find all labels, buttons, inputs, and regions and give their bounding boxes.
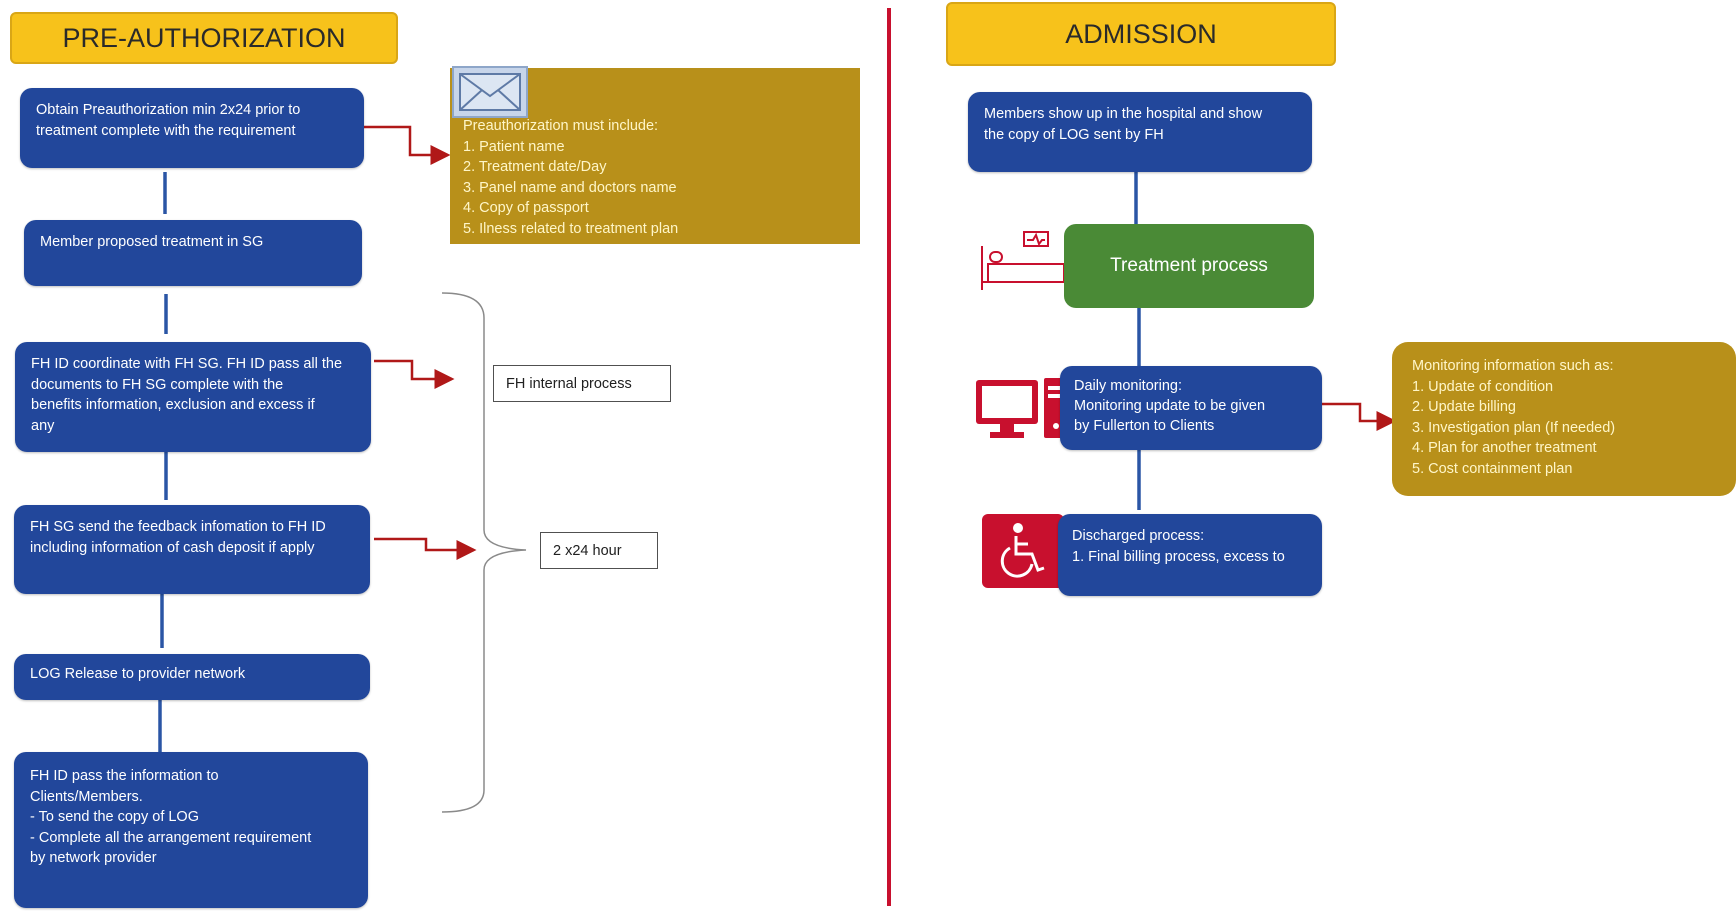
monitoring-info-item: 3. Investigation plan (If needed) xyxy=(1412,419,1616,436)
bracket-brace xyxy=(441,292,527,813)
step-line: any xyxy=(31,417,55,434)
monitoring-info-item: 2. Update billing xyxy=(1412,399,1516,415)
step-line: LOG Release to provider network xyxy=(30,666,246,682)
fh-internal-process-box: FH internal process xyxy=(493,365,671,402)
step-line: Members show up in the hospital and show xyxy=(984,106,1263,122)
right-flow-connectors xyxy=(1134,172,1141,510)
treatment-process-box: Treatment process xyxy=(1064,224,1314,308)
envelope-icon xyxy=(452,66,528,118)
hospital-bed-icon xyxy=(978,228,1068,292)
arrow-monitoring-info xyxy=(1322,402,1397,431)
step-line: - To send the copy of LOG xyxy=(30,809,199,825)
discharge-line: Discharged process: xyxy=(1072,528,1205,544)
requirement-item: 3. Panel name and doctors name xyxy=(463,179,677,196)
step-log-release: LOG Release to provider network xyxy=(14,654,370,700)
step-member-proposed-treatment: Member proposed treatment in SG xyxy=(24,220,362,286)
left-flow-connectors xyxy=(158,172,168,752)
requirement-item: 2. Treatment date/Day xyxy=(463,159,607,175)
admission-header: ADMISSION xyxy=(946,2,1336,66)
monitoring-info-item: 5. Cost containment plan xyxy=(1412,460,1573,477)
step-line: - Complete all the arrangement requireme… xyxy=(30,829,312,846)
step-line: benefits information, exclusion and exce… xyxy=(31,397,315,413)
monitoring-info-item: 4. Plan for another treatment xyxy=(1412,440,1597,456)
monitoring-line: Monitoring update to be given xyxy=(1074,398,1266,414)
admission-title: ADMISSION xyxy=(1065,18,1217,49)
step-members-show-up: Members show up in the hospital and show… xyxy=(968,92,1312,172)
monitoring-info-item: 1. Update of condition xyxy=(1412,378,1554,395)
monitoring-line: Daily monitoring: xyxy=(1074,378,1182,394)
duration-label: 2 x24 hour xyxy=(553,542,622,559)
pre-authorization-title: PRE-AUTHORIZATION xyxy=(62,22,346,53)
step-line: the copy of LOG sent by FH xyxy=(984,127,1164,143)
daily-monitoring-box: Daily monitoring: Monitoring update to b… xyxy=(1060,366,1322,450)
arrow-step4-duration xyxy=(374,537,477,560)
red-arrows xyxy=(364,125,1397,560)
duration-box: 2 x24 hour xyxy=(540,532,658,569)
step-fh-id-coordinate: FH ID coordinate with FH SG. FH ID pass … xyxy=(15,342,371,452)
step-line: FH SG send the feedback infomation to FH… xyxy=(30,519,326,535)
arrow-step1-requirements xyxy=(364,125,451,165)
step-fh-id-pass-information: FH ID pass the information to Clients/Me… xyxy=(14,752,368,908)
requirements-title: Preauthorization must include: xyxy=(463,118,659,134)
pre-authorization-header: PRE-AUTHORIZATION xyxy=(10,12,398,64)
step-obtain-preauthorization: Obtain Preauthorization min 2x24 prior t… xyxy=(20,88,364,168)
step-line: treatment complete with the requirement xyxy=(36,123,296,139)
monitoring-info-title: Monitoring information such as: xyxy=(1412,358,1614,374)
computer-monitor-icon xyxy=(974,376,1070,442)
section-divider xyxy=(887,8,891,906)
monitoring-information-box: Monitoring information such as: 1. Updat… xyxy=(1392,342,1736,496)
step-line: by network provider xyxy=(30,850,157,866)
step-line: including information of cash deposit if… xyxy=(30,540,315,556)
step-line: FH ID pass the information to xyxy=(30,768,219,784)
discharged-process-box: Discharged process: 1. Final billing pro… xyxy=(1058,514,1322,596)
treatment-process-label: Treatment process xyxy=(1110,255,1268,276)
step-line: Clients/Members. xyxy=(30,788,143,805)
fh-internal-process-label: FH internal process xyxy=(506,375,632,392)
step-line: Obtain Preauthorization min 2x24 prior t… xyxy=(36,102,301,118)
step-line: Member proposed treatment in SG xyxy=(40,234,264,250)
monitoring-line: by Fullerton to Clients xyxy=(1074,418,1215,434)
step-line: documents to FH SG complete with the xyxy=(31,376,284,393)
requirement-item: 4. Copy of passport xyxy=(463,200,589,216)
discharge-line: 1. Final billing process, excess to xyxy=(1072,549,1285,565)
step-fh-sg-feedback: FH SG send the feedback infomation to FH… xyxy=(14,505,370,594)
requirement-item: 5. Ilness related to treatment plan xyxy=(463,220,679,237)
step-line: FH ID coordinate with FH SG. FH ID pass … xyxy=(31,356,343,372)
arrow-step3-internal xyxy=(374,359,455,389)
wheelchair-icon xyxy=(982,514,1064,588)
requirement-item: 1. Patient name xyxy=(463,138,565,155)
